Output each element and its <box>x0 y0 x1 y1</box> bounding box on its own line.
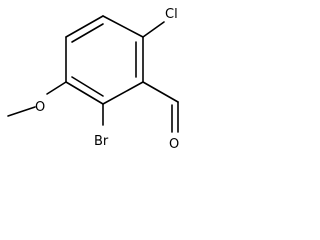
ring-double-bond-c3-c4 <box>71 76 104 97</box>
atom-label-bromine: Br <box>94 134 109 149</box>
bond-c-cho <box>142 81 179 103</box>
bond-o-ch3 <box>7 106 36 117</box>
benzene-ring <box>65 15 144 105</box>
atom-label-aldehyde-oxygen: O <box>169 137 179 152</box>
atom-label-chlorine: Cl <box>165 7 178 22</box>
chemical-structure: Cl O Br O <box>7 7 179 152</box>
bond-c-cl <box>142 21 165 38</box>
ring-bond-c6-c1 <box>102 15 144 38</box>
ring-bond-c4-c5 <box>102 81 144 105</box>
ring-bond-c3-c4 <box>65 81 104 105</box>
ring-double-bond-c1-c2 <box>71 23 104 43</box>
atom-label-methoxy-oxygen: O <box>35 100 45 115</box>
bond-c-o-methoxy <box>46 81 67 95</box>
ring-bond-c1-c2 <box>65 15 104 38</box>
